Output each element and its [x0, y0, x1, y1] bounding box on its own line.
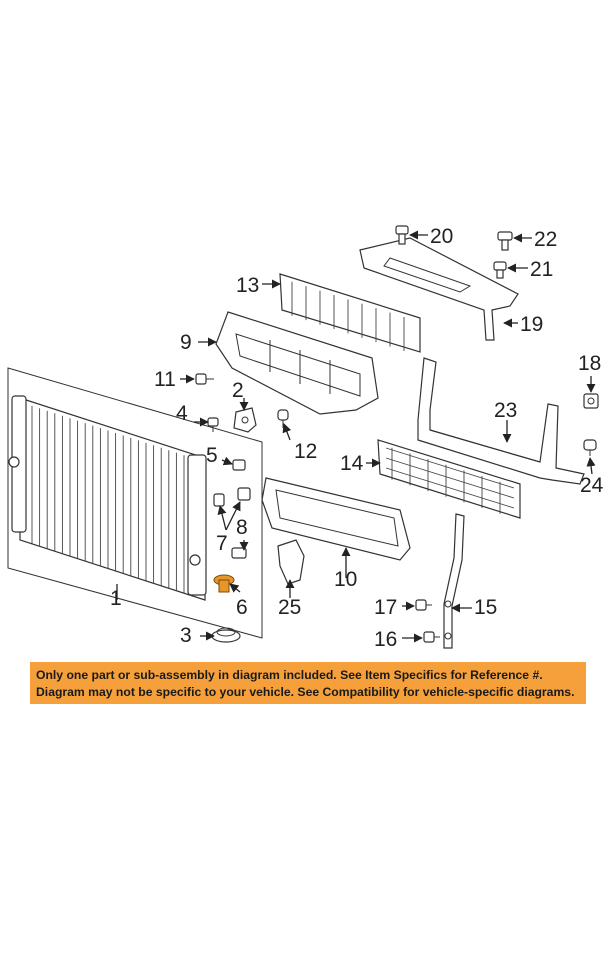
callout-2: 2 — [232, 379, 244, 402]
bolt-part-20 — [395, 225, 409, 245]
drawing-line — [385, 447, 515, 489]
grommet-part-3 — [211, 627, 241, 643]
callout-10: 10 — [334, 568, 357, 591]
callout-21: 21 — [530, 258, 553, 281]
callout-18: 18 — [578, 352, 601, 375]
callout-24: 24 — [580, 474, 604, 497]
callout-5: 5 — [206, 444, 218, 467]
callout-14: 14 — [340, 452, 364, 475]
callout-15: 15 — [474, 596, 497, 619]
bolt-part-4 — [207, 417, 219, 432]
disclaimer-line-2: Diagram may not be specific to your vehi… — [36, 685, 575, 699]
pin-part-5 — [232, 459, 246, 471]
bracket-part-2 — [233, 407, 257, 433]
callout-7: 7 — [216, 532, 228, 555]
callout-9: 9 — [180, 331, 192, 354]
bracket-part-25 — [277, 539, 305, 585]
callout-16: 16 — [374, 628, 397, 651]
callout-12: 12 — [294, 440, 317, 463]
callout-25: 25 — [278, 596, 301, 619]
clip-part-18 — [583, 393, 599, 409]
clip-part-6 — [213, 574, 235, 593]
lower-support-part-23 — [417, 357, 585, 485]
callout-8: 8 — [236, 516, 248, 539]
upper-bracket-part-19 — [359, 237, 519, 341]
callout-22: 22 — [534, 228, 557, 251]
leader-lines — [116, 230, 596, 643]
air-deflector-part-9 — [215, 311, 379, 415]
bolt-part-17 — [415, 599, 432, 611]
bolt-part-22 — [497, 231, 513, 251]
callout-6: 6 — [236, 596, 248, 619]
disclaimer-line-1: Only one part or sub-assembly in diagram… — [36, 668, 543, 682]
callout-19: 19 — [520, 313, 543, 336]
drawing-line — [385, 467, 515, 509]
callout-13: 13 — [236, 274, 259, 297]
radiator-part — [7, 367, 263, 639]
callout-20: 20 — [430, 225, 453, 248]
bolt-part-11 — [195, 373, 214, 385]
disclaimer-banner: Only one part or sub-assembly in diagram… — [30, 662, 586, 704]
bolt-part-16 — [423, 631, 440, 643]
callout-4: 4 — [176, 402, 188, 425]
bolt-part-21 — [493, 261, 507, 279]
baffle-part-10 — [261, 477, 411, 561]
callout-3: 3 — [180, 624, 192, 647]
callout-23: 23 — [494, 399, 517, 422]
drawing-line — [385, 457, 515, 499]
callout-11: 11 — [154, 368, 176, 391]
callout-labels: 1 2 3 4 5 6 7 8 9 10 11 12 13 14 15 16 1… — [110, 225, 604, 651]
brace-part-15 — [443, 513, 465, 649]
pin-part-12 — [277, 409, 289, 428]
callout-17: 17 — [374, 596, 397, 619]
callout-1: 1 — [110, 587, 122, 610]
upper-shutter-part-13 — [279, 273, 421, 353]
clip-part-7 — [213, 493, 225, 507]
pin-part-24 — [583, 439, 597, 456]
